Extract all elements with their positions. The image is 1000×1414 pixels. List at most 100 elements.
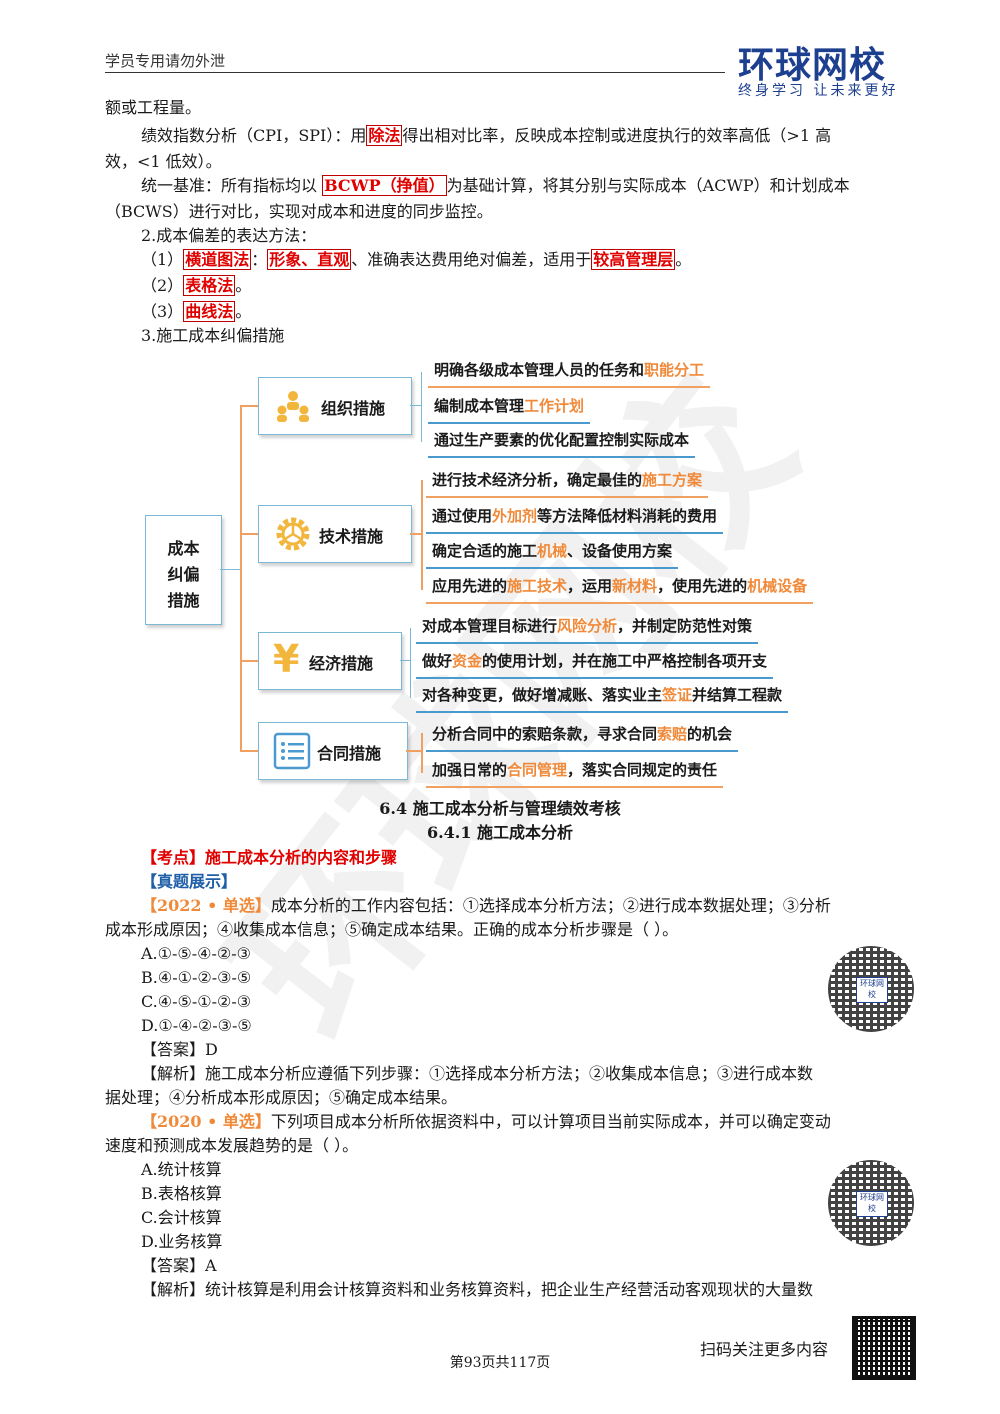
leaf-item: 编制成本管理工作计划 xyxy=(428,392,591,424)
text-span: 统一基准：所有指标均以 xyxy=(141,176,323,195)
page-number: 第93页共117页 xyxy=(449,1355,551,1371)
text-span: 。 xyxy=(235,276,252,295)
question-option: A.统计核算 xyxy=(141,1160,222,1179)
highlight-box: BCWP（挣值） xyxy=(322,175,447,196)
header-rule xyxy=(105,72,725,73)
root-label-line: 成本 xyxy=(167,539,200,558)
explanation: 据处理；④分析成本形成原因；⑤确定成本结果。 xyxy=(105,1088,458,1107)
yen-icon: ¥ xyxy=(273,637,300,681)
text-span: （2） xyxy=(141,276,184,295)
leaf-item: 通过生产要素的优化配置控制实际成本 xyxy=(428,426,696,458)
leaf-item: 明确各级成本管理人员的任务和职能分工 xyxy=(428,356,711,388)
list-icon xyxy=(273,732,311,770)
exam-questions-heading: 【真题展示】 xyxy=(141,872,238,891)
connector xyxy=(240,533,258,535)
connector xyxy=(240,750,258,752)
qr-logo: 环球网校 xyxy=(856,1191,888,1217)
leaf-item: 加强日常的合同管理，落实合同规定的责任 xyxy=(426,756,724,788)
highlight-box: 横道图法 xyxy=(183,249,252,270)
connector xyxy=(240,660,258,662)
branch-node-economic: ¥ 经济措施 xyxy=(258,632,402,690)
branch-node-organization: 组织措施 xyxy=(258,377,412,435)
connector xyxy=(400,660,411,661)
root-node: 成本 纠偏 措施 xyxy=(145,515,222,625)
branch-node-contract: 合同措施 xyxy=(258,722,408,780)
question-stem: 【2020 • 单选】下列项目成本分析所依据资料中，可以计算项目当前实际成本，并… xyxy=(141,1112,831,1131)
question-option: D.①-④-②-③-⑤ xyxy=(141,1016,252,1035)
leaf-item: 进行技术经济分析，确定最佳的施工方案 xyxy=(426,466,709,498)
header-notice: 学员专用请勿外泄 xyxy=(105,52,226,70)
text-span: 为基础计算，将其分别与实际成本（ACWP）和计划成本 xyxy=(446,176,850,195)
gear-icon xyxy=(276,517,310,551)
leaf-item: 做好资金的使用计划，并在施工中严格控制各项开支 xyxy=(416,647,774,679)
branch-label: 技术措施 xyxy=(319,527,384,546)
branch-label: 经济措施 xyxy=(309,654,374,673)
highlight-box: 除法 xyxy=(366,125,403,146)
text-span: 得出相对比率，反映成本控制或进度执行的效率高低（>1 高 xyxy=(402,126,832,145)
text-line: 2.成本偏差的表达方法： xyxy=(141,226,317,245)
section-heading: 6.4 施工成本分析与管理绩效考核 xyxy=(379,799,621,818)
question-option: A.①-⑤-④-②-③ xyxy=(141,944,251,963)
text-line: 额或工程量。 xyxy=(105,98,202,117)
connector xyxy=(240,405,258,407)
highlight-box: 表格法 xyxy=(183,275,236,296)
leaf-item: 对各种变更，做好增减账、落实业主签证并结算工程款 xyxy=(416,681,789,713)
text-line: （2）表格法。 xyxy=(141,274,251,298)
text-span: 、准确表达费用绝对偏差，适用于 xyxy=(351,250,592,269)
question-option: B.表格核算 xyxy=(141,1184,222,1203)
answer: 【答案】D xyxy=(141,1040,218,1059)
connector xyxy=(410,405,422,406)
text-span: （1） xyxy=(141,250,184,269)
answer: 【答案】A xyxy=(141,1256,217,1275)
text-span: 。 xyxy=(235,302,252,321)
question-stem: 速度和预测成本发展趋势的是（ ）。 xyxy=(105,1136,359,1155)
connector xyxy=(421,372,422,442)
connector xyxy=(240,405,242,751)
text-span: （3） xyxy=(141,302,184,321)
key-point-heading: 【考点】施工成本分析的内容和步骤 xyxy=(141,848,398,867)
text-span: 。 xyxy=(675,250,692,269)
root-label-line: 措施 xyxy=(167,591,200,610)
leaf-item: 通过使用外加剂等方法降低材料消耗的费用 xyxy=(426,502,724,534)
leaf-item: 对成本管理目标进行风险分析，并制定防范性对策 xyxy=(416,612,759,644)
highlight-box: 较高管理层 xyxy=(591,249,676,270)
text-line: 统一基准：所有指标均以 BCWP（挣值）为基础计算，将其分别与实际成本（ACWP… xyxy=(141,174,850,198)
question-option: C.④-⑤-①-②-③ xyxy=(141,992,252,1011)
question-stem: 【2022 • 单选】成本分析的工作内容包括：①选择成本分析方法；②进行成本数据… xyxy=(141,896,831,915)
connector xyxy=(410,628,411,698)
text-line: 效，<1 低效）。 xyxy=(105,152,222,171)
explanation: 【解析】施工成本分析应遵循下列步骤：①选择成本分析方法；②收集成本信息；③进行成… xyxy=(141,1064,814,1083)
highlight-box: 形象、直观 xyxy=(267,249,352,270)
question-option: C.会计核算 xyxy=(141,1208,222,1227)
root-label-line: 纠偏 xyxy=(167,565,200,584)
connector xyxy=(220,569,240,570)
logo-slogan: 终身学习 让未来更好 xyxy=(738,83,899,99)
explanation: 【解析】统计核算是利用会计核算资料和业务核算资料，把企业生产经营活动客观现状的大… xyxy=(141,1280,814,1299)
leaf-item: 应用先进的施工技术，运用新材料，使用先进的机械设备 xyxy=(426,572,814,604)
logo-text: 环球网校 xyxy=(738,45,887,86)
footer-scan-text: 扫码关注更多内容 xyxy=(700,1340,829,1359)
text-line: （1）横道图法：形象、直观、准确表达费用绝对偏差，适用于较高管理层。 xyxy=(141,248,691,272)
highlight-box: 曲线法 xyxy=(183,301,236,322)
connector xyxy=(410,533,422,535)
text-line: （BCWS）进行对比，实现对成本和进度的同步监控。 xyxy=(105,202,493,221)
question-stem: 成本形成原因；④收集成本信息；⑤确定成本结果。正确的成本分析步骤是（ ）。 xyxy=(105,920,679,939)
connector xyxy=(421,480,423,590)
text-line: （3）曲线法。 xyxy=(141,300,251,324)
branch-node-technical: 技术措施 xyxy=(258,505,412,563)
connector xyxy=(421,733,423,773)
question-option: B.④-①-②-③-⑤ xyxy=(141,968,252,987)
text-line: 绩效指数分析（CPI，SPI）：用除法得出相对比率，反映成本控制或进度执行的效率… xyxy=(141,124,831,148)
connector xyxy=(406,750,421,752)
subsection-heading: 6.4.1 施工成本分析 xyxy=(426,823,574,842)
leaf-item: 确定合适的施工机械、设备使用方案 xyxy=(426,537,679,569)
question-option: D.业务核算 xyxy=(141,1232,223,1251)
text-span: ： xyxy=(251,250,268,269)
text-line: 3.施工成本纠偏措施 xyxy=(141,326,285,345)
people-icon xyxy=(277,391,309,422)
branch-label: 合同措施 xyxy=(317,744,382,763)
branch-label: 组织措施 xyxy=(321,399,386,418)
leaf-item: 分析合同中的索赔条款，寻求合同索赔的机会 xyxy=(426,720,739,752)
text-span: 绩效指数分析（CPI，SPI）：用 xyxy=(141,126,367,145)
footer-qr-code[interactable] xyxy=(852,1316,916,1380)
